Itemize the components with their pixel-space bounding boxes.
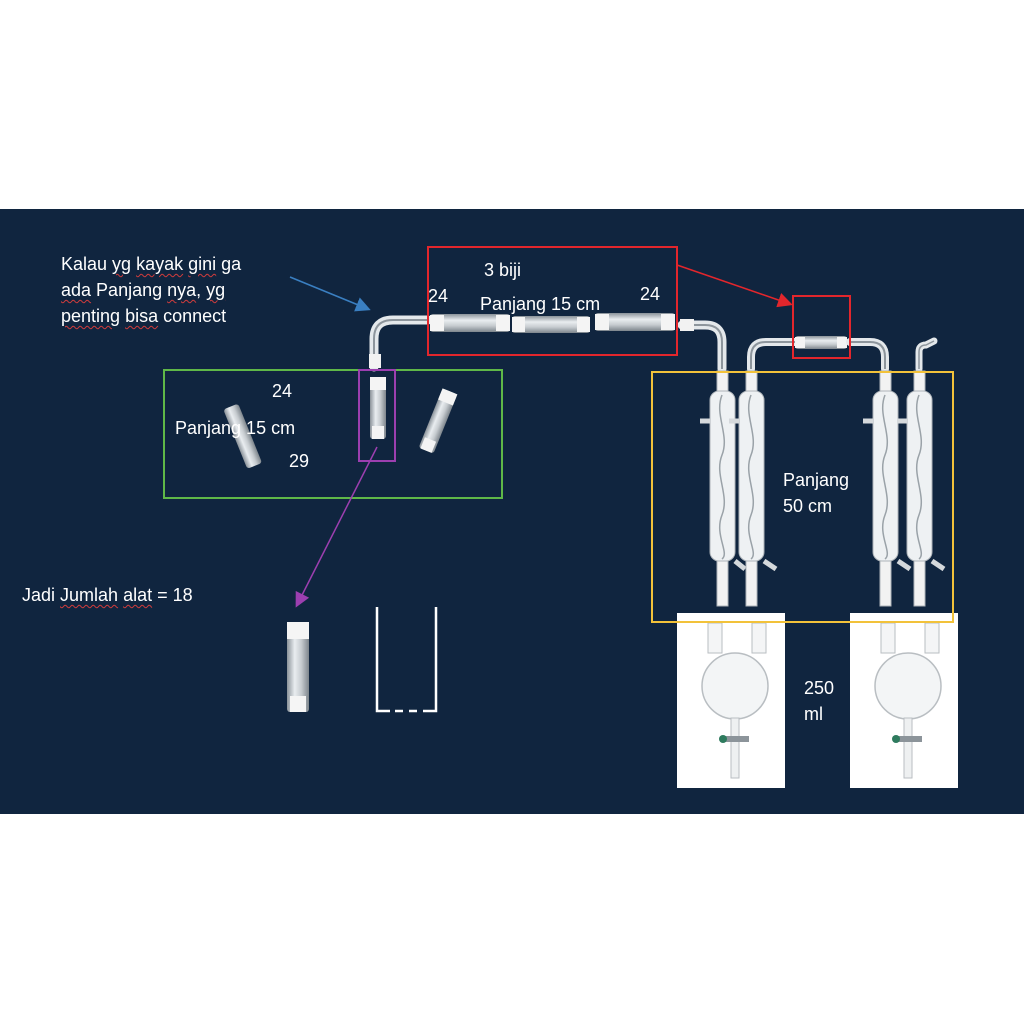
two-neck-flask-icon xyxy=(874,622,942,779)
yellow-box xyxy=(651,371,954,623)
green-box xyxy=(163,369,503,499)
note-line-1: Kalau yg kayak gini ga xyxy=(61,254,242,274)
slide-background: Kalau yg kayak gini ga ada Panjang nya, … xyxy=(0,209,1024,814)
two-neck-flask-icon xyxy=(701,622,769,779)
allihn-condenser-icon xyxy=(700,370,747,607)
glass-joint-adapter-icon xyxy=(430,314,510,332)
glass-joint-adapter-icon xyxy=(595,313,675,331)
bend-adapter-icon xyxy=(846,338,889,373)
glass-joint-adapter-icon xyxy=(419,388,458,453)
condenser-length-line-2: 50 cm xyxy=(783,496,833,516)
condenser-length-line-1: Panjang xyxy=(783,470,850,490)
bend-adapter-icon xyxy=(369,315,433,372)
left-joint-bottom-label: 29 xyxy=(289,451,310,471)
left-length-label: Panjang 15 cm xyxy=(175,418,296,438)
flask-volume-line-2: ml xyxy=(804,704,823,724)
top-joint-right-label: 24 xyxy=(640,284,661,304)
glass-joint-adapter-icon xyxy=(224,404,262,468)
left-joint-top-label: 24 xyxy=(272,381,293,401)
allihn-condenser-icon xyxy=(729,370,778,607)
red-box-top xyxy=(427,246,678,356)
apparatus-diagram xyxy=(163,246,958,788)
beaker-outline-icon xyxy=(375,607,438,713)
top-length-label: Panjang 15 cm xyxy=(480,294,601,314)
bend-adapter-icon xyxy=(915,337,938,373)
bend-adapter-icon xyxy=(747,338,799,373)
top-count-label: 3 biji xyxy=(484,260,522,280)
red-arrow xyxy=(676,264,793,308)
blue-arrow xyxy=(289,276,371,312)
flask-volume-line-1: 250 xyxy=(804,678,835,698)
note-line-3: penting bisa connect xyxy=(61,306,227,326)
purple-arrow xyxy=(295,446,378,608)
glass-joint-adapter-icon xyxy=(795,336,847,349)
top-joint-left-label: 24 xyxy=(428,286,449,306)
glass-joint-adapter-icon xyxy=(370,377,386,439)
glass-joint-adapter-icon xyxy=(287,622,309,712)
red-box-small xyxy=(792,295,851,359)
total-count-label: Jadi Jumlah alat = 18 xyxy=(22,585,193,605)
note-line-2: ada Panjang nya, yg xyxy=(61,280,226,300)
allihn-condenser-icon xyxy=(863,370,912,607)
glass-joint-adapter-icon xyxy=(512,316,590,333)
bend-adapter-icon xyxy=(677,319,727,374)
purple-box xyxy=(358,369,396,462)
allihn-condenser-icon xyxy=(897,370,946,607)
